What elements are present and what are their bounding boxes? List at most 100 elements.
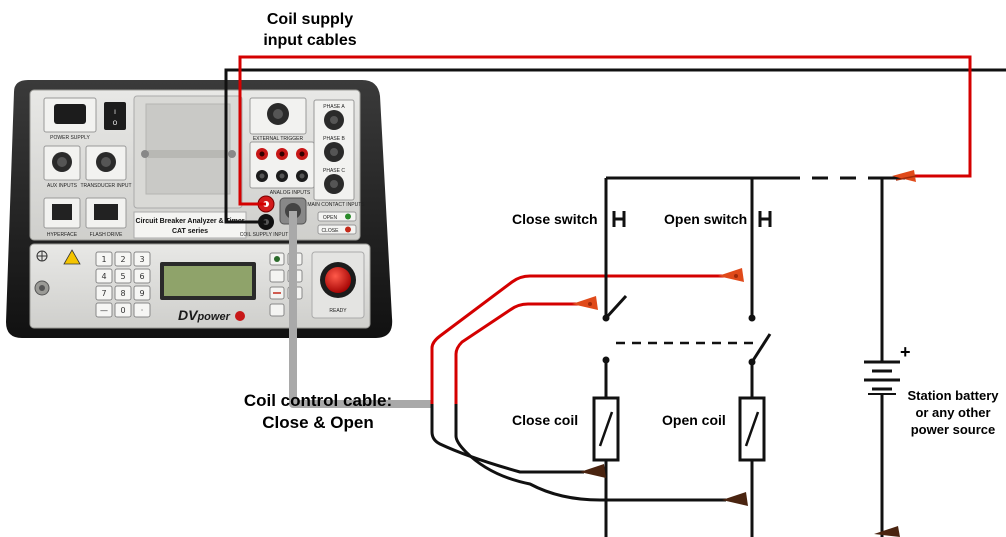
close-switch-contact-bottom (602, 356, 610, 364)
battery-label-line1: Station battery (907, 388, 999, 403)
keypad-key-cap (114, 285, 132, 301)
coil-supply-label-line1: Coil supply (267, 11, 353, 28)
keypad-key-label: 0 (120, 306, 125, 315)
keypad-key-label: 1 (101, 255, 106, 264)
clip-open-black (722, 492, 748, 506)
open-coil-label: Open coil (662, 412, 726, 428)
battery-symbol (864, 360, 900, 395)
keypad-key: 4 (95, 268, 113, 284)
keypad-key: 7 (95, 285, 113, 301)
cat-analyzer-device: POWER SUPPLY I O AUX INPUTS TRANSDUCER I… (6, 80, 393, 338)
battery-label-line2: or any other (915, 405, 990, 420)
coil-supply-input-label: COIL SUPPLY INPUT (240, 232, 289, 238)
analog-inputs-jacks: ANALOG INPUTS (249, 141, 315, 196)
keypad-key: · (133, 302, 151, 318)
lcd-display (164, 266, 252, 296)
clip-battery-black (874, 526, 900, 537)
open-indicator-label: OPEN (323, 215, 338, 221)
keypad-key-label: 7 (101, 289, 106, 298)
external-trigger-label: EXTERNAL TRIGGER (253, 136, 304, 142)
red-close-control-lead (430, 274, 726, 404)
battery-plus-sign: + (900, 342, 911, 362)
close-indicator: CLOSE (317, 224, 357, 235)
close-switch-label: Close switch (512, 211, 598, 227)
black-supply-cable (224, 68, 1006, 224)
transducer-input-label: TRANSDUCER INPUT (80, 183, 131, 189)
power-switch: I O (104, 102, 126, 130)
hyperface-label: HYPERFACE (47, 232, 78, 238)
keypad-key: 6 (133, 268, 151, 284)
battery-label-line3: power source (911, 422, 996, 437)
keypad-key: 9 (133, 285, 151, 301)
keypad-key-label: 9 (139, 289, 144, 298)
keypad-key-cap (133, 302, 151, 318)
red-supply-cable (238, 55, 972, 206)
product-name: Circuit Breaker Analyzer & Timer (136, 218, 245, 225)
coil-supply-label-line2: input cables (263, 32, 356, 49)
keypad-key-cap (133, 285, 151, 301)
coil-control-label-line2: Close & Open (262, 413, 373, 432)
clip-close-red (718, 268, 744, 282)
keypad-key-cap (133, 251, 151, 267)
coil-control-cable (289, 211, 432, 408)
printer-module (133, 95, 243, 209)
keypad-key-label: — (100, 306, 108, 315)
svg-text:DVpower: DVpower (178, 307, 231, 323)
open-switch-label: Open switch (664, 211, 747, 227)
clip-close-black (580, 464, 606, 478)
coil-control-label-line1: Coil control cable: (244, 391, 392, 410)
keypad-key: 5 (114, 268, 132, 284)
phase-c-label: PHASE C (323, 168, 345, 174)
svg-text:I: I (114, 109, 116, 116)
svg-text:O: O (113, 120, 118, 127)
analog-inputs-label: ANALOG INPUTS (270, 190, 311, 196)
transducer-input-connector: TRANSDUCER INPUT (80, 145, 132, 189)
keypad-key-cap (114, 251, 132, 267)
keypad-key-label: 5 (120, 272, 125, 281)
external-trigger-connector: EXTERNAL TRIGGER (249, 97, 307, 142)
power-supply-socket: POWER SUPPLY (43, 97, 97, 141)
aux-inputs-connector: AUX INPUTS (43, 145, 81, 189)
close-coil-symbol (592, 396, 620, 462)
main-contact-inputs-label: MAIN CONTACT INPUTS (307, 202, 365, 208)
keypad-key-label: 8 (120, 289, 125, 298)
ready-label: READY (329, 308, 347, 314)
open-indicator: OPEN (317, 211, 357, 222)
close-indicator-label: CLOSE (322, 228, 340, 234)
keypad-key-label: 4 (101, 272, 106, 281)
keypad-key-cap (95, 285, 113, 301)
red-open-control-lead (454, 302, 580, 404)
flash-drive-label: FLASH DRIVE (90, 232, 123, 238)
phase-connectors: PHASE A PHASE B PHASE C (313, 99, 355, 201)
brand-prefix: DV (178, 307, 199, 323)
black-control-lead-2 (454, 404, 726, 502)
brand-main: power (196, 311, 230, 323)
close-switch-contact-top (602, 314, 610, 322)
keypad-key: 1 (95, 251, 113, 267)
keypad-key-label: · (141, 306, 144, 315)
open-switch-contact-top (748, 314, 756, 322)
breaker-circuit (604, 176, 905, 537)
keypad-key-label: 3 (139, 255, 144, 264)
product-series: CAT series (172, 228, 208, 235)
close-coil-label: Close coil (512, 412, 578, 428)
dvpower-logo: DVpower (178, 307, 245, 323)
keypad-key: — (95, 302, 113, 318)
clip-supply-red (892, 170, 917, 182)
ground-terminal (34, 250, 50, 296)
keypad-key-cap (95, 251, 113, 267)
hyperface-port: HYPERFACE (43, 197, 81, 238)
aux-inputs-label: AUX INPUTS (47, 183, 78, 189)
keypad-key-label: 2 (120, 255, 125, 264)
keypad-key: 2 (114, 251, 132, 267)
keypad-key-cap (95, 302, 113, 318)
phase-b-label: PHASE B (323, 136, 345, 142)
keypad: 1 2 3 4 5 6 7 8 9 — 0 · (95, 251, 151, 318)
clip-open-red (572, 296, 598, 310)
phase-a-label: PHASE A (323, 104, 345, 110)
keypad-key-label: 6 (139, 272, 144, 281)
warning-icon (63, 249, 81, 265)
open-switch-symbol (758, 211, 772, 227)
keypad-key-cap (95, 268, 113, 284)
